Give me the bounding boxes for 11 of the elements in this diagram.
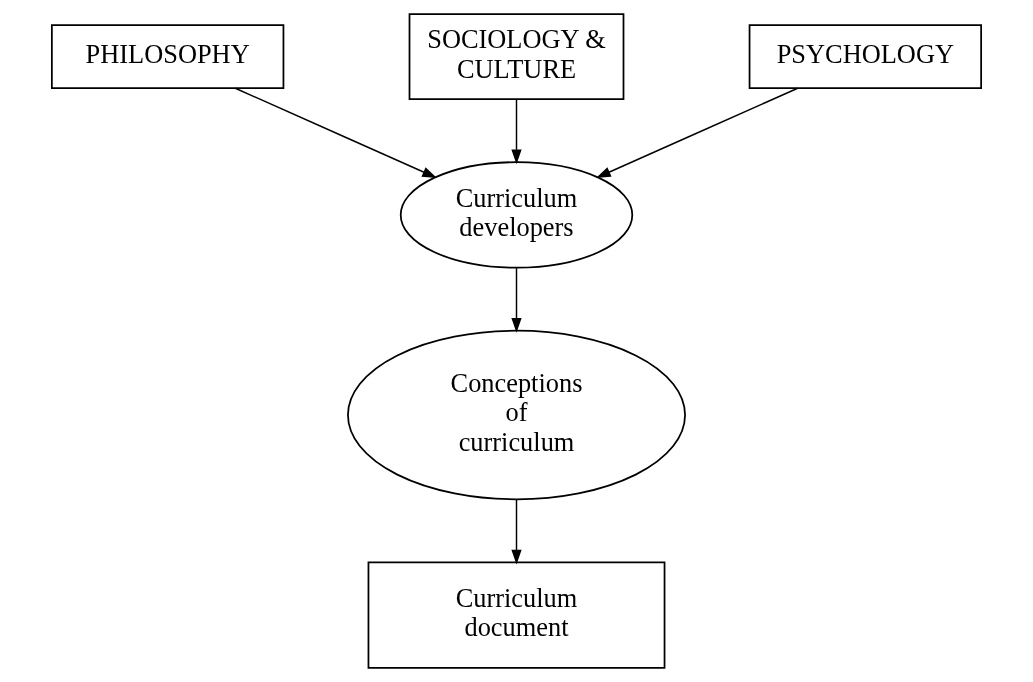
node-box: PSYCHOLOGY [748, 24, 982, 90]
node-ellipse: Curriculum developers [399, 161, 634, 269]
arrow [596, 87, 799, 179]
arrow [511, 267, 522, 333]
node-box: PHILOSOPHY [51, 24, 285, 90]
arrow [511, 498, 522, 565]
node-ellipse: Conceptions of curriculum [347, 329, 686, 501]
node-box: Curriculum document [367, 561, 666, 669]
arrow [511, 98, 522, 165]
arrow [234, 87, 437, 179]
node-box: SOCIOLOGY & CULTURE [408, 13, 625, 101]
